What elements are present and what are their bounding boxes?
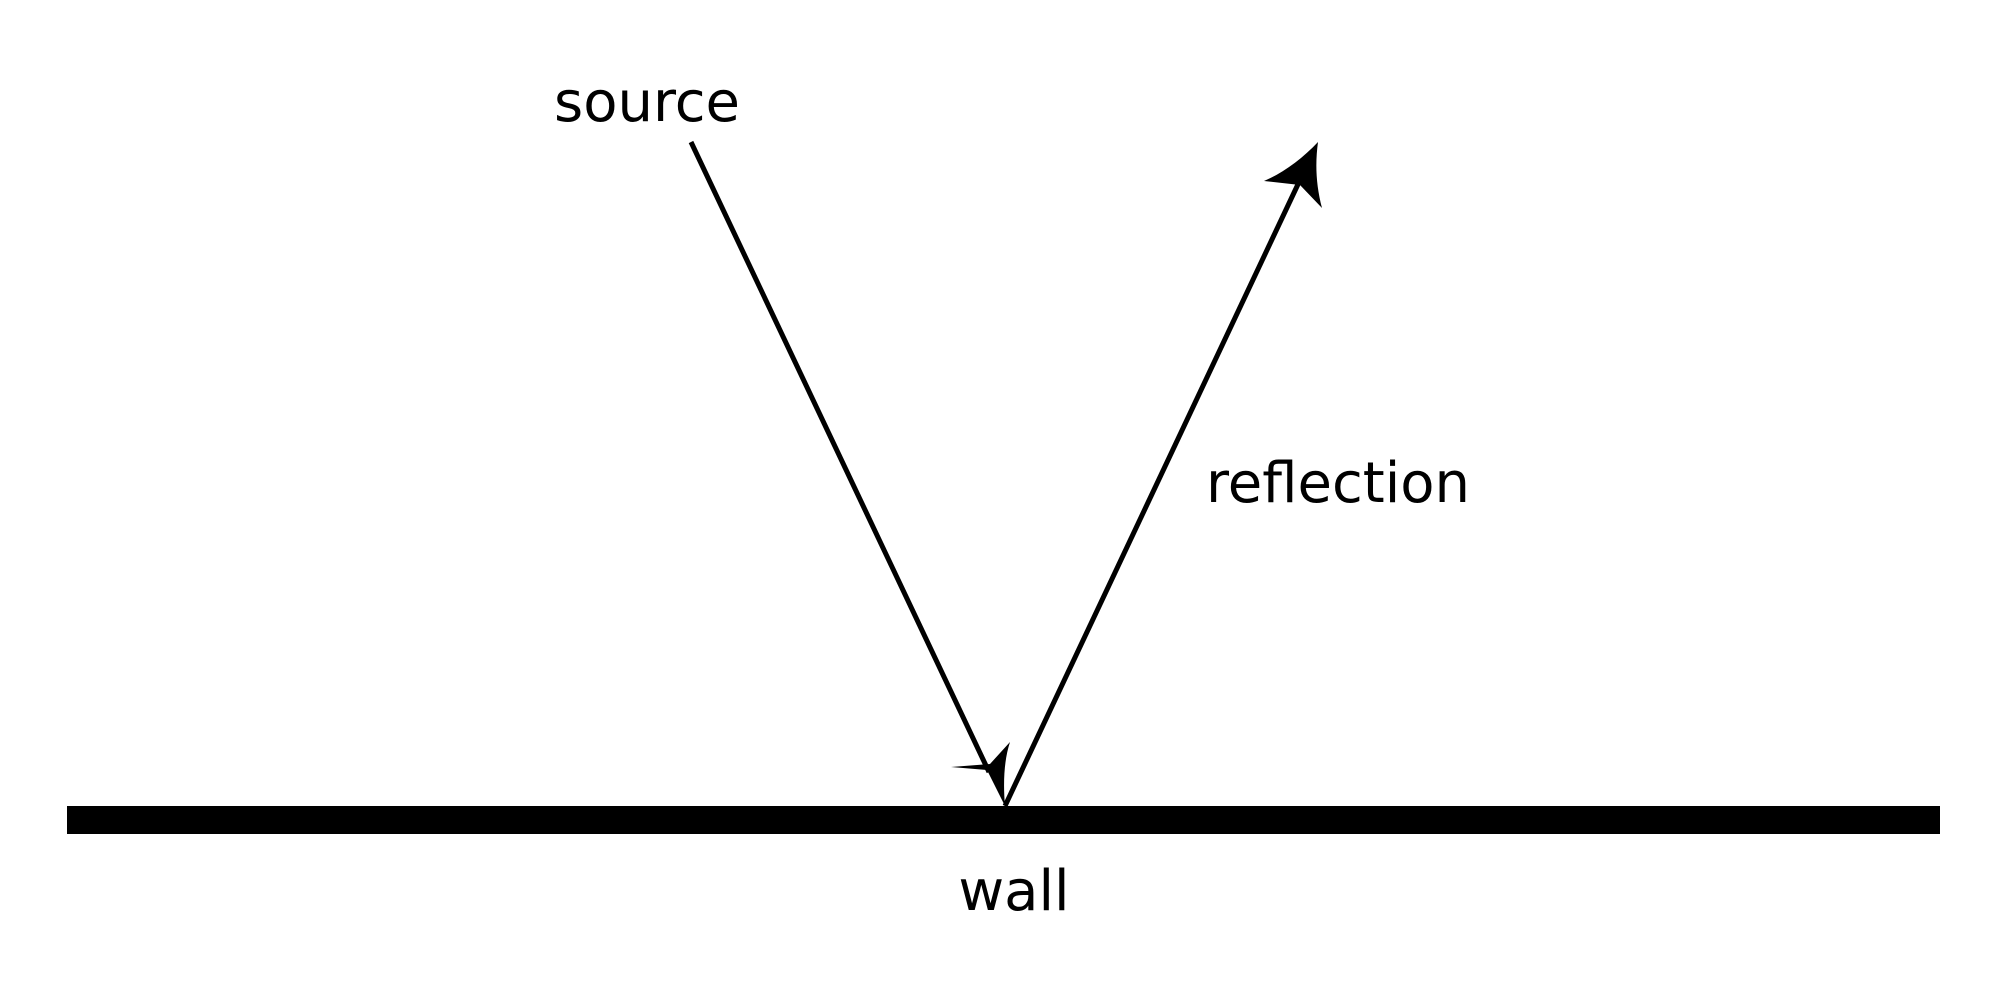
reflected-arrowhead bbox=[1264, 142, 1322, 208]
wall-surface bbox=[67, 806, 1940, 834]
wall-label: wall bbox=[958, 859, 1069, 924]
reflected-ray bbox=[1002, 178, 1303, 808]
reflection-label: reflection bbox=[1206, 451, 1470, 516]
source-label: source bbox=[554, 70, 740, 135]
incident-arrowhead bbox=[951, 742, 1010, 806]
incident-ray bbox=[688, 140, 992, 774]
